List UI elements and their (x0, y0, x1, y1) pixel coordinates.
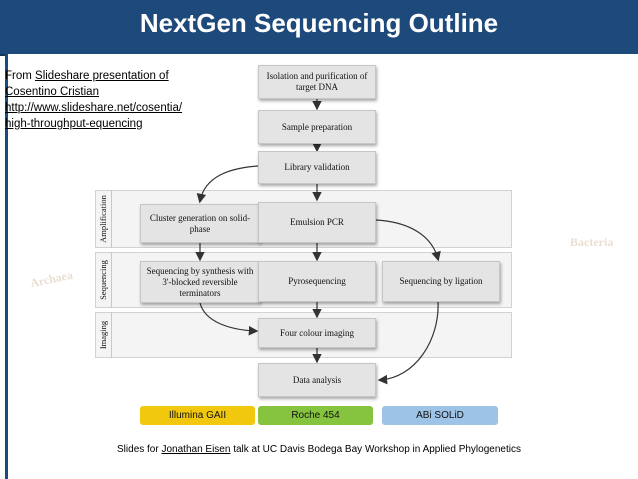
platform-roche: Roche 454 (258, 406, 373, 425)
arrow-emulsion-to-ligation (375, 219, 441, 262)
step-isolation: Isolation and purification of target DNA (258, 65, 376, 99)
footer-credit: Slides for Jonathan Eisen talk at UC Dav… (0, 444, 638, 455)
platform-illumina: Illumina GAII (140, 406, 255, 425)
title-bar: NextGen Sequencing Outline (0, 0, 638, 56)
step-data-analysis: Data analysis (258, 363, 376, 397)
arrow-ligation-to-analysis (377, 300, 439, 385)
sequencing-band-label: Sequencing (95, 252, 112, 308)
step-library-validation: Library validation (258, 151, 376, 184)
background-word-right: Bacteria (570, 235, 614, 249)
step-sequencing-by-synthesis: Sequencing by synthesis with 3'-blocked … (140, 261, 260, 303)
arrow-synthesis-to-imaging (199, 302, 259, 336)
source-url-line2[interactable]: high-throughput-equencing (5, 118, 143, 130)
step-emulsion-pcr: Emulsion PCR (258, 202, 376, 243)
source-author-link[interactable]: Cosentino Cristian (5, 86, 99, 98)
arrow-library-to-cluster (196, 165, 259, 204)
source-credit: From Slideshare presentation of Cosentin… (5, 68, 220, 132)
footer-suffix: talk at UC Davis Bodega Bay Workshop in … (230, 444, 521, 455)
step-sequencing-by-ligation: Sequencing by ligation (382, 261, 500, 302)
step-pyrosequencing: Pyrosequencing (258, 261, 376, 302)
step-sample-preparation: Sample preparation (258, 110, 376, 144)
source-link[interactable]: Slideshare presentation of (35, 70, 169, 82)
footer-prefix: Slides for (117, 444, 162, 455)
source-prefix: From (5, 70, 36, 82)
slide-title: NextGen Sequencing Outline (139, 8, 499, 38)
platform-abi: ABi SOLiD (382, 406, 498, 425)
amplification-band-label: Amplification (95, 190, 112, 248)
step-cluster-generation: Cluster generation on solid-phase (140, 204, 260, 243)
imaging-band-label: Imaging (95, 312, 112, 358)
footer-link[interactable]: Jonathan Eisen (161, 444, 231, 455)
source-url-line1[interactable]: http://www.slideshare.net/cosentia/ (5, 102, 183, 114)
step-four-colour-imaging: Four colour imaging (258, 318, 376, 348)
